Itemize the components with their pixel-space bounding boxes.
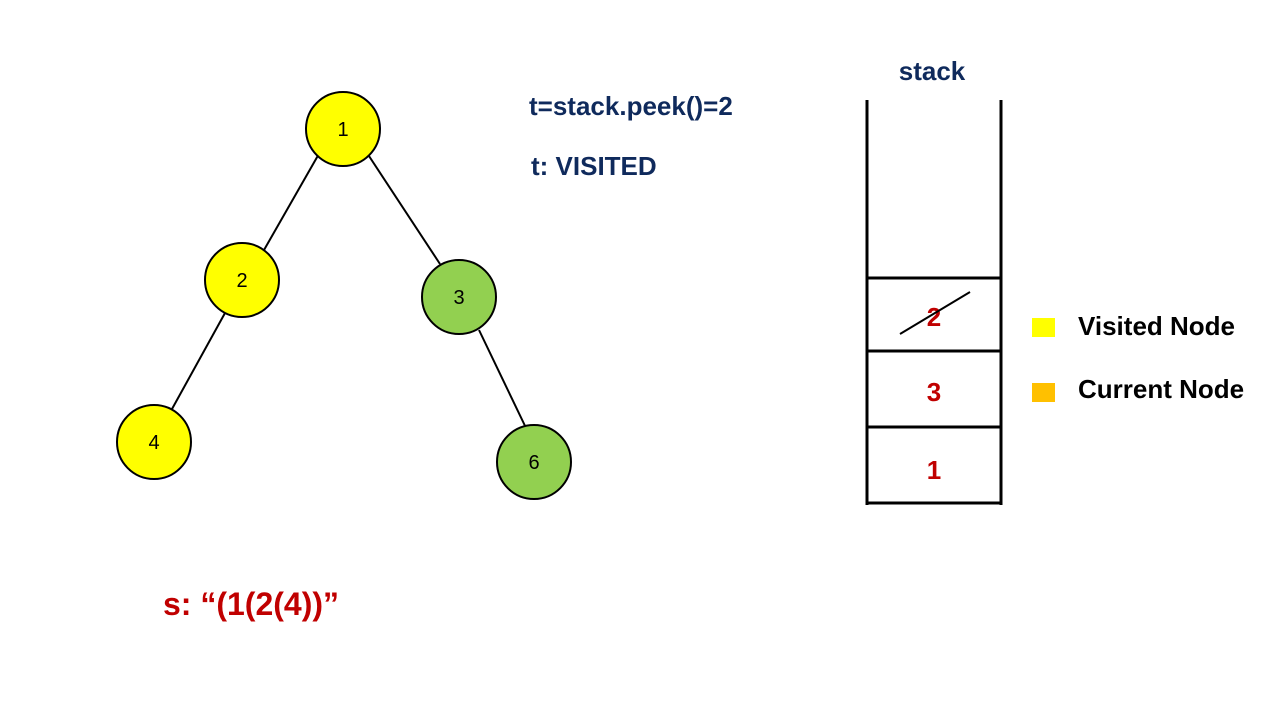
stack-item-top-strikethrough bbox=[899, 291, 971, 335]
edge-2-4 bbox=[171, 312, 226, 410]
legend-current-swatch bbox=[1032, 383, 1055, 402]
tree-node-1: 1 bbox=[305, 91, 381, 167]
tree-node-4: 4 bbox=[116, 404, 192, 480]
edge-1-2 bbox=[263, 151, 321, 251]
edge-3-6 bbox=[478, 329, 528, 431]
stack-item-top: 2 bbox=[927, 302, 941, 332]
tree-node-6: 6 bbox=[496, 424, 572, 500]
node-label-6: 6 bbox=[528, 452, 539, 474]
node-label-3: 3 bbox=[453, 287, 464, 309]
code-line-visited: t: VISITED bbox=[531, 151, 657, 181]
tree-node-2: 2 bbox=[204, 242, 280, 318]
tree-edges bbox=[171, 151, 528, 431]
node-label-1: 1 bbox=[337, 119, 348, 141]
stack-item-middle: 3 bbox=[927, 377, 941, 407]
node-label-2: 2 bbox=[236, 270, 247, 292]
legend-visited-swatch bbox=[1032, 318, 1055, 337]
legend-visited-label: Visited Node bbox=[1078, 311, 1235, 341]
code-line-peek: t=stack.peek()=2 bbox=[529, 91, 733, 121]
edge-1-3 bbox=[366, 152, 441, 265]
tree-nodes: 1 2 3 4 6 bbox=[116, 91, 572, 500]
stack-item-bottom: 1 bbox=[927, 455, 941, 485]
stack-title: stack bbox=[899, 56, 966, 86]
legend: Visited Node Current Node bbox=[1032, 311, 1244, 404]
result-string: s: “(1(2(4))” bbox=[163, 586, 339, 622]
legend-current-label: Current Node bbox=[1078, 374, 1244, 404]
tree-node-3: 3 bbox=[421, 259, 497, 335]
stack-container: stack 2 3 1 bbox=[865, 56, 1003, 505]
node-label-4: 4 bbox=[148, 432, 159, 454]
